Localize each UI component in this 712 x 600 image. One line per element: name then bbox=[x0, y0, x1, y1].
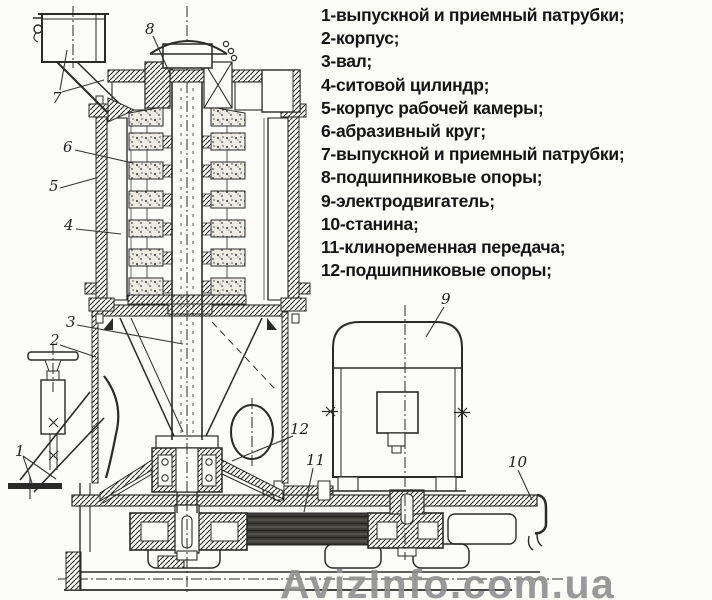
legend-item-1: 1-выпускной и приемный патрубки; bbox=[321, 5, 625, 25]
main-shaft bbox=[171, 6, 203, 592]
legend-item-8: 8-подшипниковые опоры; bbox=[321, 167, 543, 188]
legend-item-9: 9-электродвигатель; bbox=[321, 190, 495, 211]
legend-item-11: 11-клиноременная передача; bbox=[321, 237, 566, 258]
discharge-chute bbox=[8, 391, 105, 499]
part-label-5: 5 bbox=[49, 177, 59, 195]
part-label-8: 8 bbox=[145, 20, 155, 38]
part-label-6: 6 bbox=[63, 138, 73, 156]
part-number-labels: 1 2 3 4 5 6 7 8 9 10 11 12 bbox=[15, 20, 528, 471]
top-bearing-assembly bbox=[107, 40, 301, 113]
feed-hopper bbox=[33, 6, 136, 123]
latch-icon bbox=[33, 24, 43, 34]
parts-legend: 1-выпускной и приемный патрубки; 2-корпу… bbox=[321, 4, 625, 282]
part-label-11: 11 bbox=[306, 451, 325, 469]
motor-bolt-icon bbox=[454, 407, 470, 418]
part-label-4: 4 bbox=[63, 216, 74, 234]
part-label-12: 12 bbox=[290, 420, 309, 438]
abrasive-discs bbox=[127, 106, 247, 305]
legend-item-10: 10-станина; bbox=[321, 213, 419, 234]
working-chamber bbox=[84, 95, 311, 324]
part-label-3: 3 bbox=[66, 313, 76, 331]
legend-item-2: 2-корпус; bbox=[321, 28, 400, 49]
motor-junction-box bbox=[376, 391, 419, 434]
legend-item-4: 4-ситовой цилиндр; bbox=[321, 74, 490, 95]
lower-bearing-assembly bbox=[99, 435, 284, 513]
site-watermark: AvizInfo.com.ua bbox=[280, 561, 616, 600]
chain-detail bbox=[222, 40, 238, 62]
legend-item-3: 3-вал; bbox=[321, 51, 372, 72]
handwheel-valve bbox=[27, 344, 79, 470]
leader-lines bbox=[22, 35, 533, 513]
part-label-7: 7 bbox=[52, 89, 62, 107]
motor-bolt-icon bbox=[322, 406, 338, 417]
part-label-10: 10 bbox=[508, 453, 528, 471]
part-label-2: 2 bbox=[49, 331, 60, 349]
part-label-9: 9 bbox=[441, 290, 451, 308]
legend-item-12: 12-подшипниковые опоры; bbox=[321, 260, 552, 281]
machine-pulley bbox=[129, 504, 248, 561]
electric-motor bbox=[322, 305, 470, 560]
legend-item-5: 5-корпус рабочей камеры; bbox=[321, 97, 544, 118]
legend-item-7: 7-выпускной и приемный патрубки; bbox=[321, 144, 625, 165]
part-label-1: 1 bbox=[15, 442, 25, 460]
legend-item-6: 6-абразивный круг; bbox=[321, 121, 486, 142]
